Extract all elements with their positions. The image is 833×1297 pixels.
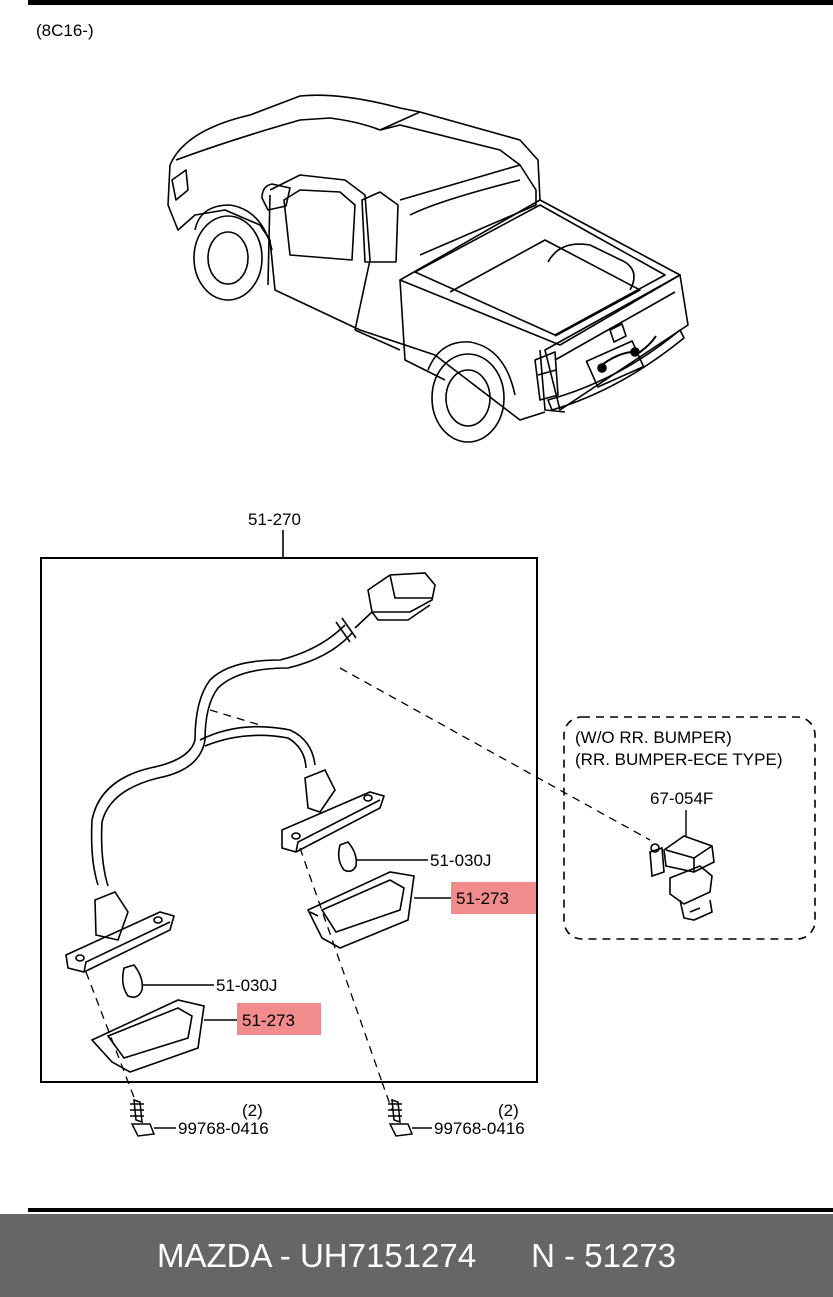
screw-left-icon — [130, 1098, 156, 1137]
footer-rule — [28, 1208, 833, 1212]
lens-right-label: 51-273 — [456, 889, 509, 908]
footer-part-number: MAZDA - UH7151274 — [156, 1236, 477, 1274]
footer-bar: MAZDA - UH7151274 N - 51273 — [0, 1214, 833, 1297]
bulb-right — [337, 841, 358, 873]
screw-left-label: 99768-0416 — [178, 1119, 269, 1138]
screw-right-label: 99768-0416 — [434, 1119, 525, 1138]
lens-right — [306, 871, 415, 949]
wiring-harness — [90, 572, 436, 887]
bulb-left — [121, 964, 144, 998]
lens-left-label: 51-273 — [242, 1011, 295, 1030]
relay-icon — [649, 835, 715, 921]
bulb-right-label: 51-030J — [430, 851, 491, 870]
variant-box — [563, 716, 816, 940]
variant-part-label: 67-054F — [650, 789, 713, 808]
top-border — [28, 0, 833, 5]
lens-right-highlight — [451, 882, 536, 914]
dashed-guides — [85, 667, 651, 1111]
assembly-box — [40, 557, 538, 1083]
screw-right-qty: (2) — [498, 1101, 519, 1120]
bulb-left-label: 51-030J — [216, 976, 277, 995]
truck-illustration — [167, 94, 689, 443]
screw-right-icon — [388, 1098, 414, 1137]
variant-line2: (RR. BUMPER-ECE TYPE) — [575, 750, 783, 769]
lens-left-highlight — [237, 1003, 321, 1035]
footer-ref: N - 51273 — [531, 1236, 677, 1274]
lens-left — [90, 999, 205, 1073]
screw-left-qty: (2) — [242, 1101, 263, 1120]
footer-spacer — [476, 1237, 531, 1275]
assembly-label: 51-270 — [248, 510, 301, 529]
socket-right — [281, 768, 386, 853]
variant-line1: (W/O RR. BUMPER) — [575, 728, 732, 747]
socket-left — [65, 891, 175, 973]
header-code: (8C16-) — [36, 21, 94, 40]
